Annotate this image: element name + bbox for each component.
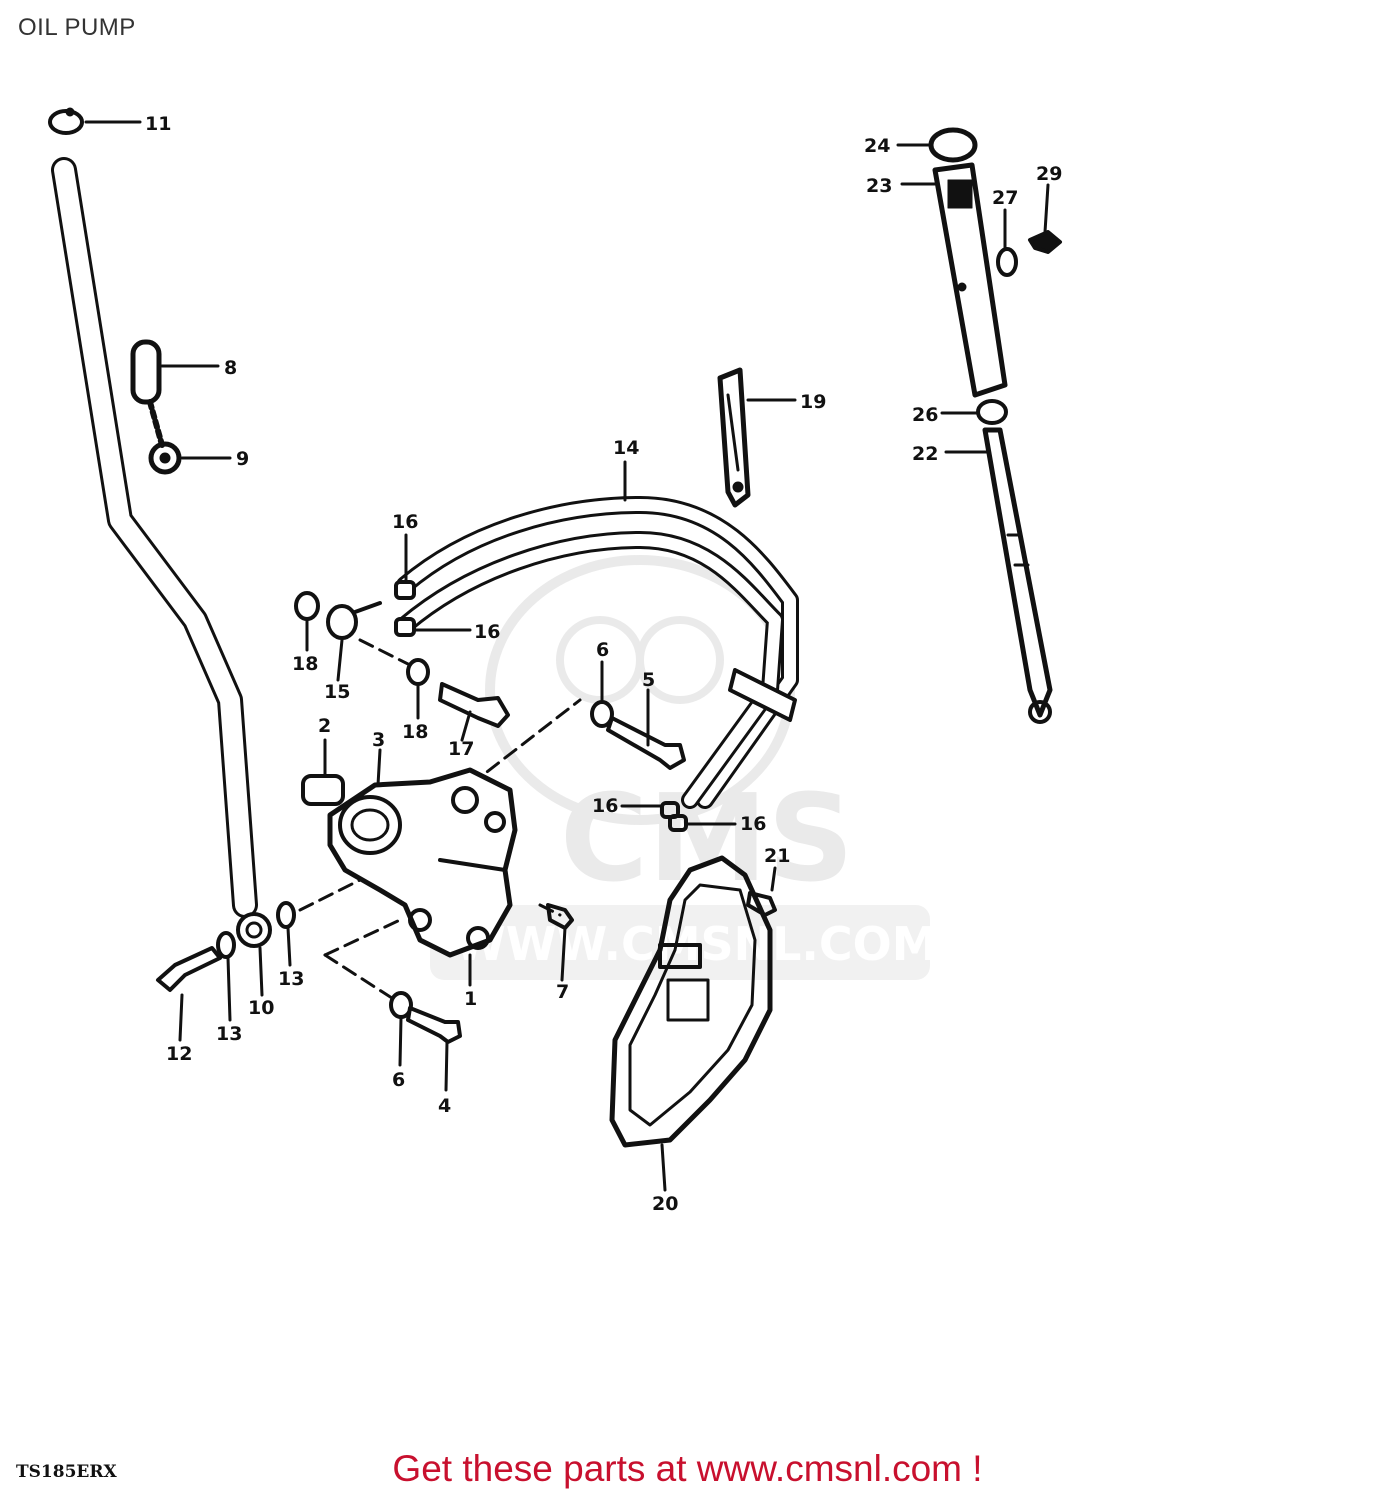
callout-20: 20 bbox=[652, 1193, 678, 1215]
part-8-hose bbox=[130, 339, 165, 448]
callout-17: 17 bbox=[448, 738, 474, 760]
part-17-banjo-bolt bbox=[438, 682, 510, 728]
callout-6-b: 6 bbox=[392, 1069, 405, 1091]
part-11-cap bbox=[48, 107, 84, 135]
callout-14: 14 bbox=[613, 437, 639, 459]
callout-6-a: 6 bbox=[596, 639, 609, 661]
callout-13-a: 13 bbox=[278, 968, 304, 990]
callout-23: 23 bbox=[866, 175, 892, 197]
part-13-washer bbox=[216, 901, 296, 959]
callout-15: 15 bbox=[324, 681, 350, 703]
callout-8: 8 bbox=[224, 357, 237, 379]
callout-29: 29 bbox=[1036, 163, 1062, 185]
callout-7: 7 bbox=[556, 981, 569, 1003]
callout-16-c: 16 bbox=[592, 795, 618, 817]
part-26-o-ring bbox=[976, 399, 1008, 425]
callout-16-d: 16 bbox=[740, 813, 766, 835]
callout-2: 2 bbox=[318, 715, 331, 737]
callout-18-a: 18 bbox=[292, 653, 318, 675]
part-24-cap bbox=[928, 127, 978, 163]
callout-24: 24 bbox=[864, 135, 890, 157]
callout-18-b: 18 bbox=[402, 721, 428, 743]
page-title: OIL PUMP bbox=[18, 14, 136, 41]
model-code: TS185ERX bbox=[16, 1462, 117, 1482]
callout-1: 1 bbox=[464, 988, 477, 1010]
part-19-bracket bbox=[717, 367, 751, 508]
part-21-screw bbox=[746, 891, 777, 917]
shop-link[interactable]: Get these parts at www.cmsnl.com ! bbox=[392, 1448, 983, 1489]
leader-lines bbox=[84, 120, 1050, 1192]
part-14-oil-hose bbox=[394, 496, 799, 809]
callout-5: 5 bbox=[642, 669, 655, 691]
part-2-clip bbox=[301, 774, 345, 806]
part-5-screw bbox=[606, 716, 686, 770]
callout-16-b: 16 bbox=[474, 621, 500, 643]
callout-27: 27 bbox=[992, 187, 1018, 209]
callout-11: 11 bbox=[145, 113, 171, 135]
part-22-pipe bbox=[982, 427, 1053, 724]
callout-16-a: 16 bbox=[392, 511, 418, 533]
callout-10: 10 bbox=[248, 997, 274, 1019]
callout-26: 26 bbox=[912, 404, 938, 426]
part-23-oil-tube bbox=[932, 162, 1008, 398]
part-15-banjo bbox=[326, 601, 382, 640]
callout-labels: 11 8 9 19 14 16 16 18 15 18 17 2 3 6 5 1… bbox=[145, 113, 1062, 1215]
part-4-screw bbox=[406, 1006, 462, 1044]
part-29-screw bbox=[1028, 230, 1062, 254]
part-7-plug bbox=[546, 903, 574, 930]
part-27-washer bbox=[996, 247, 1018, 277]
callout-19: 19 bbox=[800, 391, 826, 413]
part-1-oil-pump bbox=[327, 767, 518, 958]
callout-9: 9 bbox=[236, 448, 249, 470]
callout-21: 21 bbox=[764, 845, 790, 867]
part-12-bolt bbox=[156, 946, 222, 992]
watermark: CMS WWW.CMSNL.COM bbox=[430, 555, 938, 980]
callout-13-b: 13 bbox=[216, 1023, 242, 1045]
callout-4: 4 bbox=[438, 1095, 451, 1117]
callout-22: 22 bbox=[912, 443, 938, 465]
part-10-oil-pipe bbox=[51, 157, 272, 948]
part-9-clamp bbox=[148, 441, 182, 475]
callout-3: 3 bbox=[372, 729, 385, 751]
callout-12: 12 bbox=[166, 1043, 192, 1065]
